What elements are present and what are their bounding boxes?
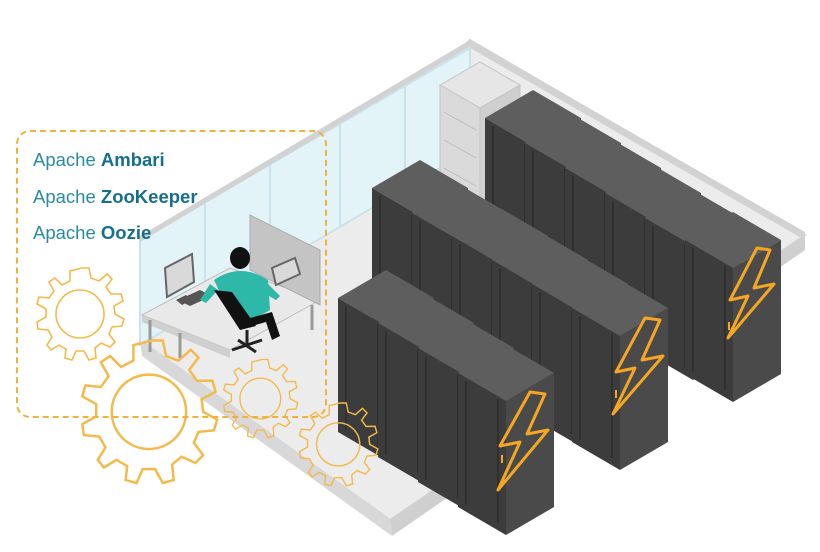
service-name: Ambari	[100, 149, 165, 170]
lightning-bolt-icon	[611, 316, 665, 416]
service-label-ambari: Apache Ambari	[33, 148, 198, 172]
services-callout-box	[16, 130, 327, 418]
server-rack-icon	[571, 279, 669, 471]
service-prefix: Apache	[33, 185, 96, 207]
service-prefix: Apache	[33, 222, 96, 243]
service-label-oozie: Apache Oozie	[33, 221, 198, 245]
lightning-bolt-icon	[496, 390, 550, 492]
server-rack-icon	[684, 211, 782, 403]
office-chair-icon	[231, 330, 263, 354]
monitor-icon	[163, 252, 196, 299]
services-list: Apache Ambari Apache ZooKeeper Apache Oo…	[33, 148, 198, 258]
lightning-bolt-icon	[726, 246, 776, 340]
person-icon	[200, 247, 280, 354]
monitor-icon	[270, 256, 302, 287]
service-label-zookeeper: Apache ZooKeeper	[33, 185, 198, 209]
service-name: ZooKeeper	[100, 185, 198, 207]
service-name: Oozie	[100, 222, 152, 243]
service-prefix: Apache	[33, 149, 96, 170]
